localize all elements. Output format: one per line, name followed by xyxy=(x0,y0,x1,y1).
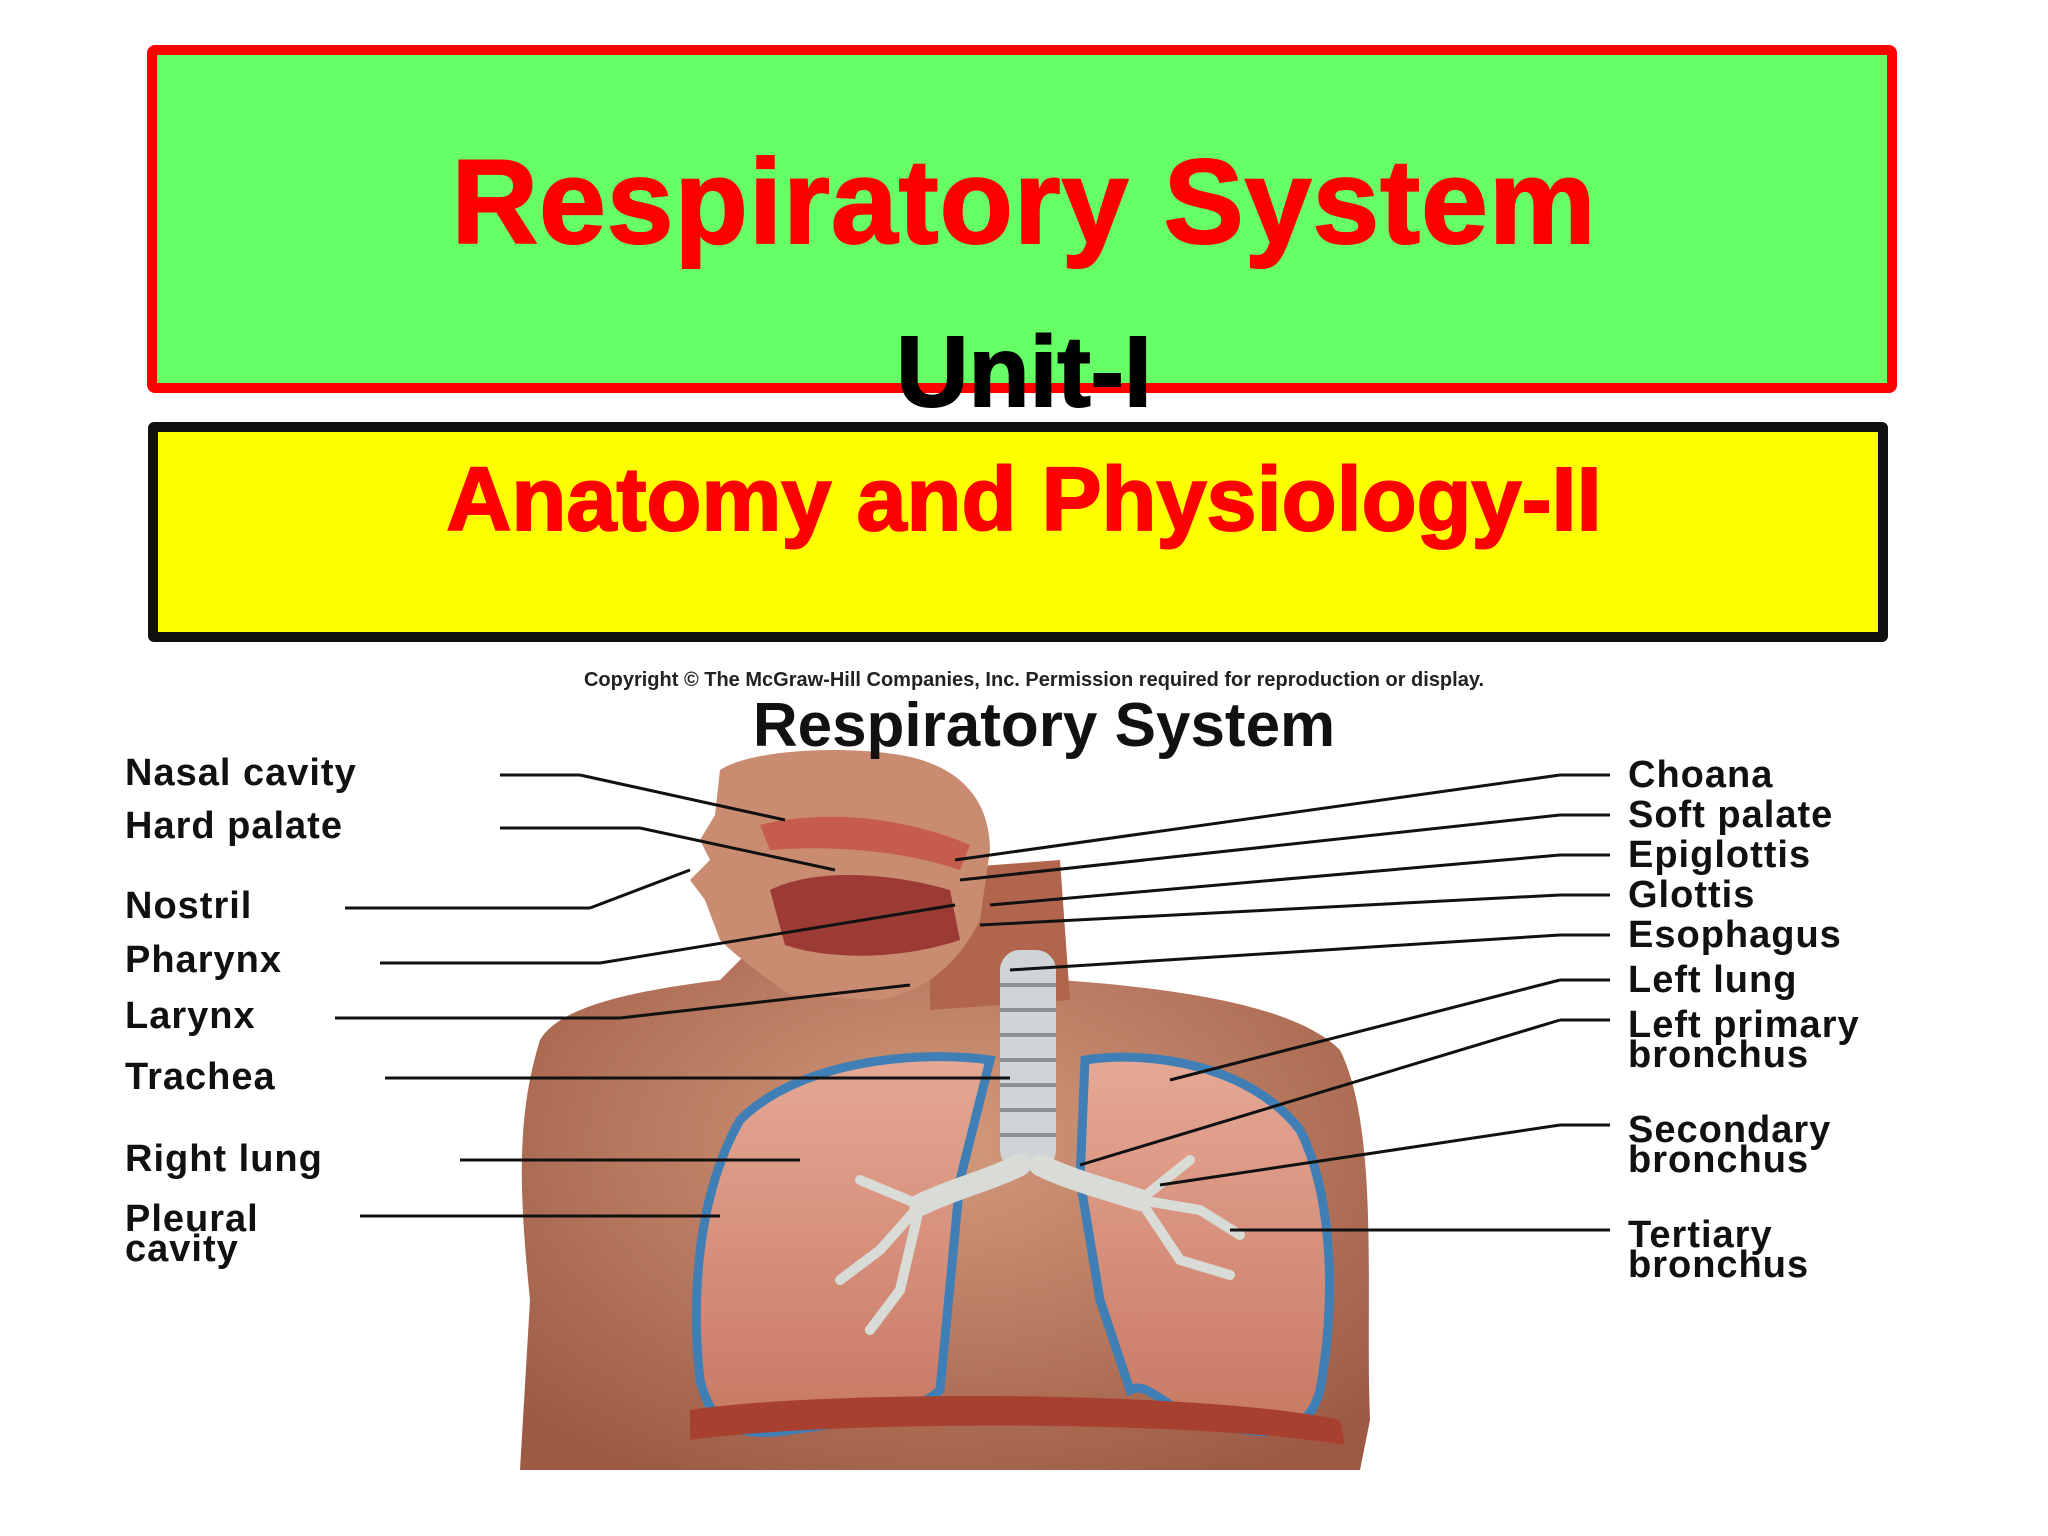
left-label-0-line-0: Nasal cavity xyxy=(125,752,357,794)
right-label-4: Esophagus xyxy=(1628,914,1842,956)
right-label-5-line-0: Left lung xyxy=(1628,959,1798,1001)
unit-title: Unit-I xyxy=(895,316,1152,428)
left-label-3: Pharynx xyxy=(125,939,282,981)
title-box xyxy=(147,45,1897,393)
right-label-0-line-0: Choana xyxy=(1628,754,1774,796)
right-label-3: Glottis xyxy=(1628,874,1756,916)
right-label-3-line-0: Glottis xyxy=(1628,874,1756,916)
right-label-1-line-0: Soft palate xyxy=(1628,794,1834,836)
subtitle-box xyxy=(148,422,1888,642)
right-label-8-line-1: bronchus xyxy=(1628,1244,1810,1286)
left-label-3-line-0: Pharynx xyxy=(125,939,282,981)
page-title: Respiratory System xyxy=(450,135,1597,269)
right-label-6-line-1: bronchus xyxy=(1628,1034,1810,1076)
right-label-4-line-0: Esophagus xyxy=(1628,914,1842,956)
left-label-1: Hard palate xyxy=(125,805,343,847)
left-label-6-line-0: Right lung xyxy=(125,1138,323,1180)
bronchial-tree-illustration xyxy=(835,1154,1245,1335)
left-label-7-line-1: cavity xyxy=(125,1228,239,1270)
left-label-0: Nasal cavity xyxy=(125,752,357,794)
right-label-1: Soft palate xyxy=(1628,794,1834,836)
diagram-title: Respiratory System xyxy=(752,691,1336,760)
diaphragm-illustration xyxy=(690,1396,1345,1445)
left-label-4-line-0: Larynx xyxy=(125,995,256,1037)
oral-cavity-illustration xyxy=(770,875,960,956)
right-label-7-line-1: bronchus xyxy=(1628,1139,1810,1181)
subtitle: Anatomy and Physiology-II xyxy=(445,450,1602,550)
trachea-rings-illustration xyxy=(1000,983,1056,1137)
left-label-2-line-0: Nostril xyxy=(125,885,253,927)
left-label-1-line-0: Hard palate xyxy=(125,805,343,847)
head-illustration xyxy=(690,750,990,1000)
left-label-5: Trachea xyxy=(125,1056,276,1098)
right-label-6-line-0: Left primary xyxy=(1628,1004,1860,1046)
right-label-5: Left lung xyxy=(1628,959,1798,1001)
right-label-7-line-0: Secondary xyxy=(1628,1109,1832,1151)
left-label-5-line-0: Trachea xyxy=(125,1056,276,1098)
left-label-7-line-0: Pleural xyxy=(125,1198,259,1240)
right-label-2: Epiglottis xyxy=(1628,834,1812,876)
right-label-2-line-0: Epiglottis xyxy=(1628,834,1812,876)
left-label-6: Right lung xyxy=(125,1138,323,1180)
copyright-notice: Copyright © The McGraw-Hill Companies, I… xyxy=(583,669,1485,691)
left-label-2: Nostril xyxy=(125,885,253,927)
right-label-8-line-0: Tertiary xyxy=(1628,1214,1773,1256)
right-label-0: Choana xyxy=(1628,754,1774,796)
left-label-4: Larynx xyxy=(125,995,256,1037)
